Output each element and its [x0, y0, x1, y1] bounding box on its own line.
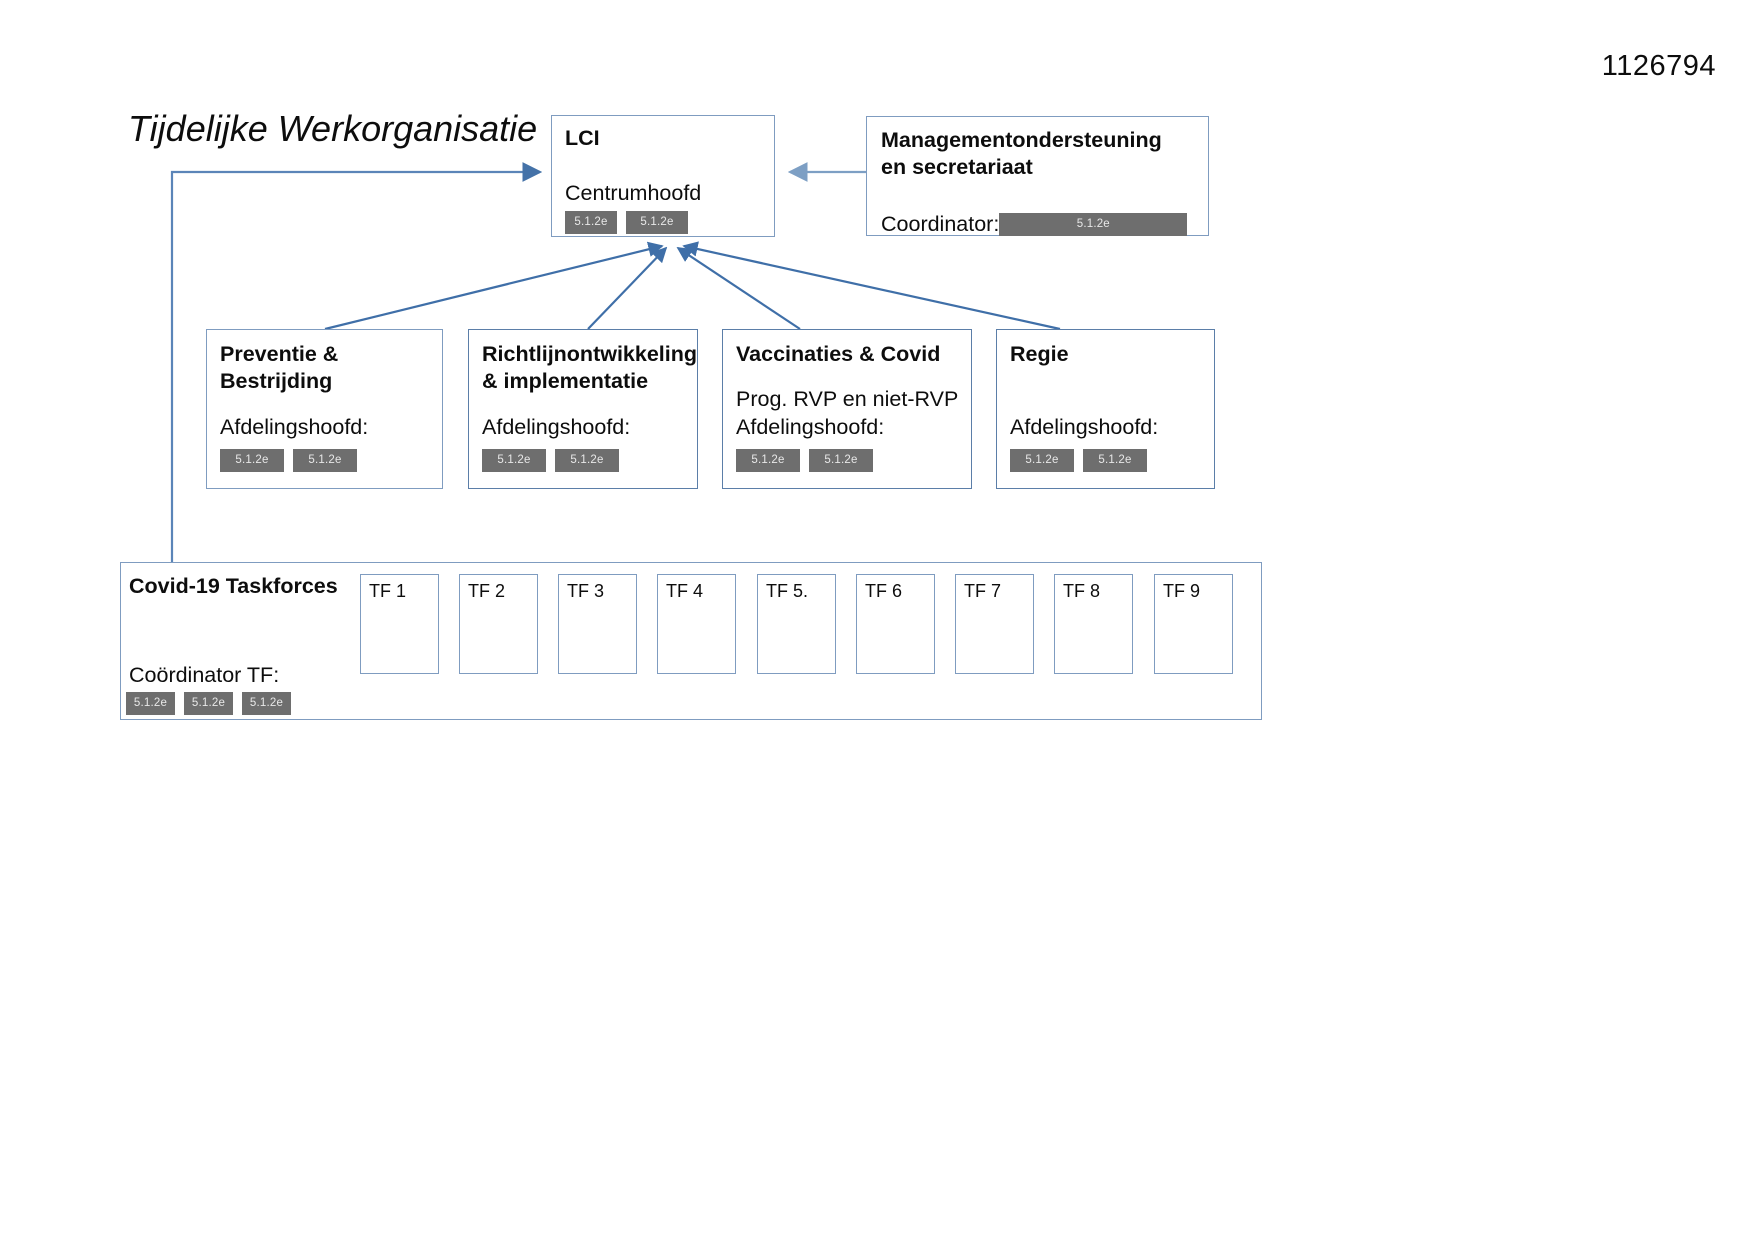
redaction-badge: 5.1.2e [809, 449, 873, 472]
department-title-line1: Vaccinaties & Covid [736, 342, 941, 366]
taskforce-cell-3[interactable]: TF 3 [558, 574, 637, 674]
department-title-line1: Richtlijnontwikkeling [482, 342, 698, 366]
taskforces-title: Covid-19 Taskforces [129, 574, 338, 598]
redaction-badge: 5.1.2e [1010, 449, 1074, 472]
department-box-regie[interactable]: Regie Afdelingshoofd: 5.1.2e 5.1.2e [996, 329, 1215, 489]
taskforces-coordinator-label: Coördinator TF: [129, 663, 280, 687]
lci-title: LCI [565, 126, 600, 150]
department-box-preventie-bestrijding[interactable]: Preventie & Bestrijding Afdelingshoofd: … [206, 329, 443, 489]
taskforce-cell-8[interactable]: TF 8 [1054, 574, 1133, 674]
redaction-badge: 5.1.2e [242, 692, 291, 715]
department-sub-label: Prog. RVP en niet-RVP [736, 387, 959, 411]
department-role-label: Afdelingshoofd: [736, 415, 885, 440]
redaction-badge: 5.1.2e [482, 449, 546, 472]
taskforce-cell-9[interactable]: TF 9 [1154, 574, 1233, 674]
redaction-badge: 5.1.2e [293, 449, 357, 472]
taskforce-cell-6[interactable]: TF 6 [856, 574, 935, 674]
taskforce-cell-4[interactable]: TF 4 [657, 574, 736, 674]
redaction-badge: 5.1.2e [736, 449, 800, 472]
redaction-badge: 5.1.2e [999, 212, 1188, 236]
department-redaction-row: 5.1.2e 5.1.2e [736, 449, 873, 472]
taskforce-cell-5[interactable]: TF 5. [757, 574, 836, 674]
department-redaction-row: 5.1.2e 5.1.2e [482, 449, 619, 472]
redaction-badge: 5.1.2e [555, 449, 619, 472]
department-title-line2: Bestrijding [220, 369, 333, 394]
redaction-badge: 5.1.2e [184, 692, 233, 715]
department-role-label: Afdelingshoofd: [482, 415, 631, 440]
department-redaction-row: 5.1.2e 5.1.2e [220, 449, 357, 472]
management-role-label: Coordinator: [881, 212, 1000, 237]
redaction-badge: 5.1.2e [220, 449, 284, 472]
lci-role-label: Centrumhoofd [565, 181, 702, 206]
department-title-line1: Regie [1010, 342, 1069, 366]
management-title-line1: Managementondersteuning [881, 128, 1162, 152]
redaction-badge: 5.1.2e [626, 210, 688, 234]
redaction-badge: 5.1.2e [126, 692, 175, 715]
department-role-label: Afdelingshoofd: [1010, 415, 1159, 440]
redaction-badge: 5.1.2e [565, 210, 617, 234]
lci-redaction-row: 5.1.2e 5.1.2e [565, 210, 774, 234]
department-title-line2: & implementatie [482, 369, 649, 394]
department-redaction-row: 5.1.2e 5.1.2e [1010, 449, 1147, 472]
department-role-label: Afdelingshoofd: [220, 415, 369, 440]
page-number: 1126794 [1601, 50, 1716, 82]
taskforce-cell-1[interactable]: TF 1 [360, 574, 439, 674]
management-title-line2: en secretariaat [881, 155, 1033, 180]
management-coordinator-line: Coordinator: 5.1.2e [881, 211, 1208, 238]
management-support-box[interactable]: Managementondersteuning en secretariaat … [866, 116, 1209, 236]
redaction-badge: 5.1.2e [1083, 449, 1147, 472]
taskforce-cell-2[interactable]: TF 2 [459, 574, 538, 674]
department-box-richtlijnontwikkeling[interactable]: Richtlijnontwikkeling & implementatie Af… [468, 329, 698, 489]
taskforces-coordinator-redaction-row: 5.1.2e 5.1.2e 5.1.2e [126, 692, 291, 715]
page-title: Tijdelijke Werkorganisatie [128, 108, 538, 149]
department-title-line1: Preventie & [220, 342, 339, 366]
department-box-vaccinaties-covid[interactable]: Vaccinaties & Covid Prog. RVP en niet-RV… [722, 329, 972, 489]
taskforce-cell-7[interactable]: TF 7 [955, 574, 1034, 674]
lci-box[interactable]: LCI Centrumhoofd 5.1.2e 5.1.2e [551, 115, 775, 237]
